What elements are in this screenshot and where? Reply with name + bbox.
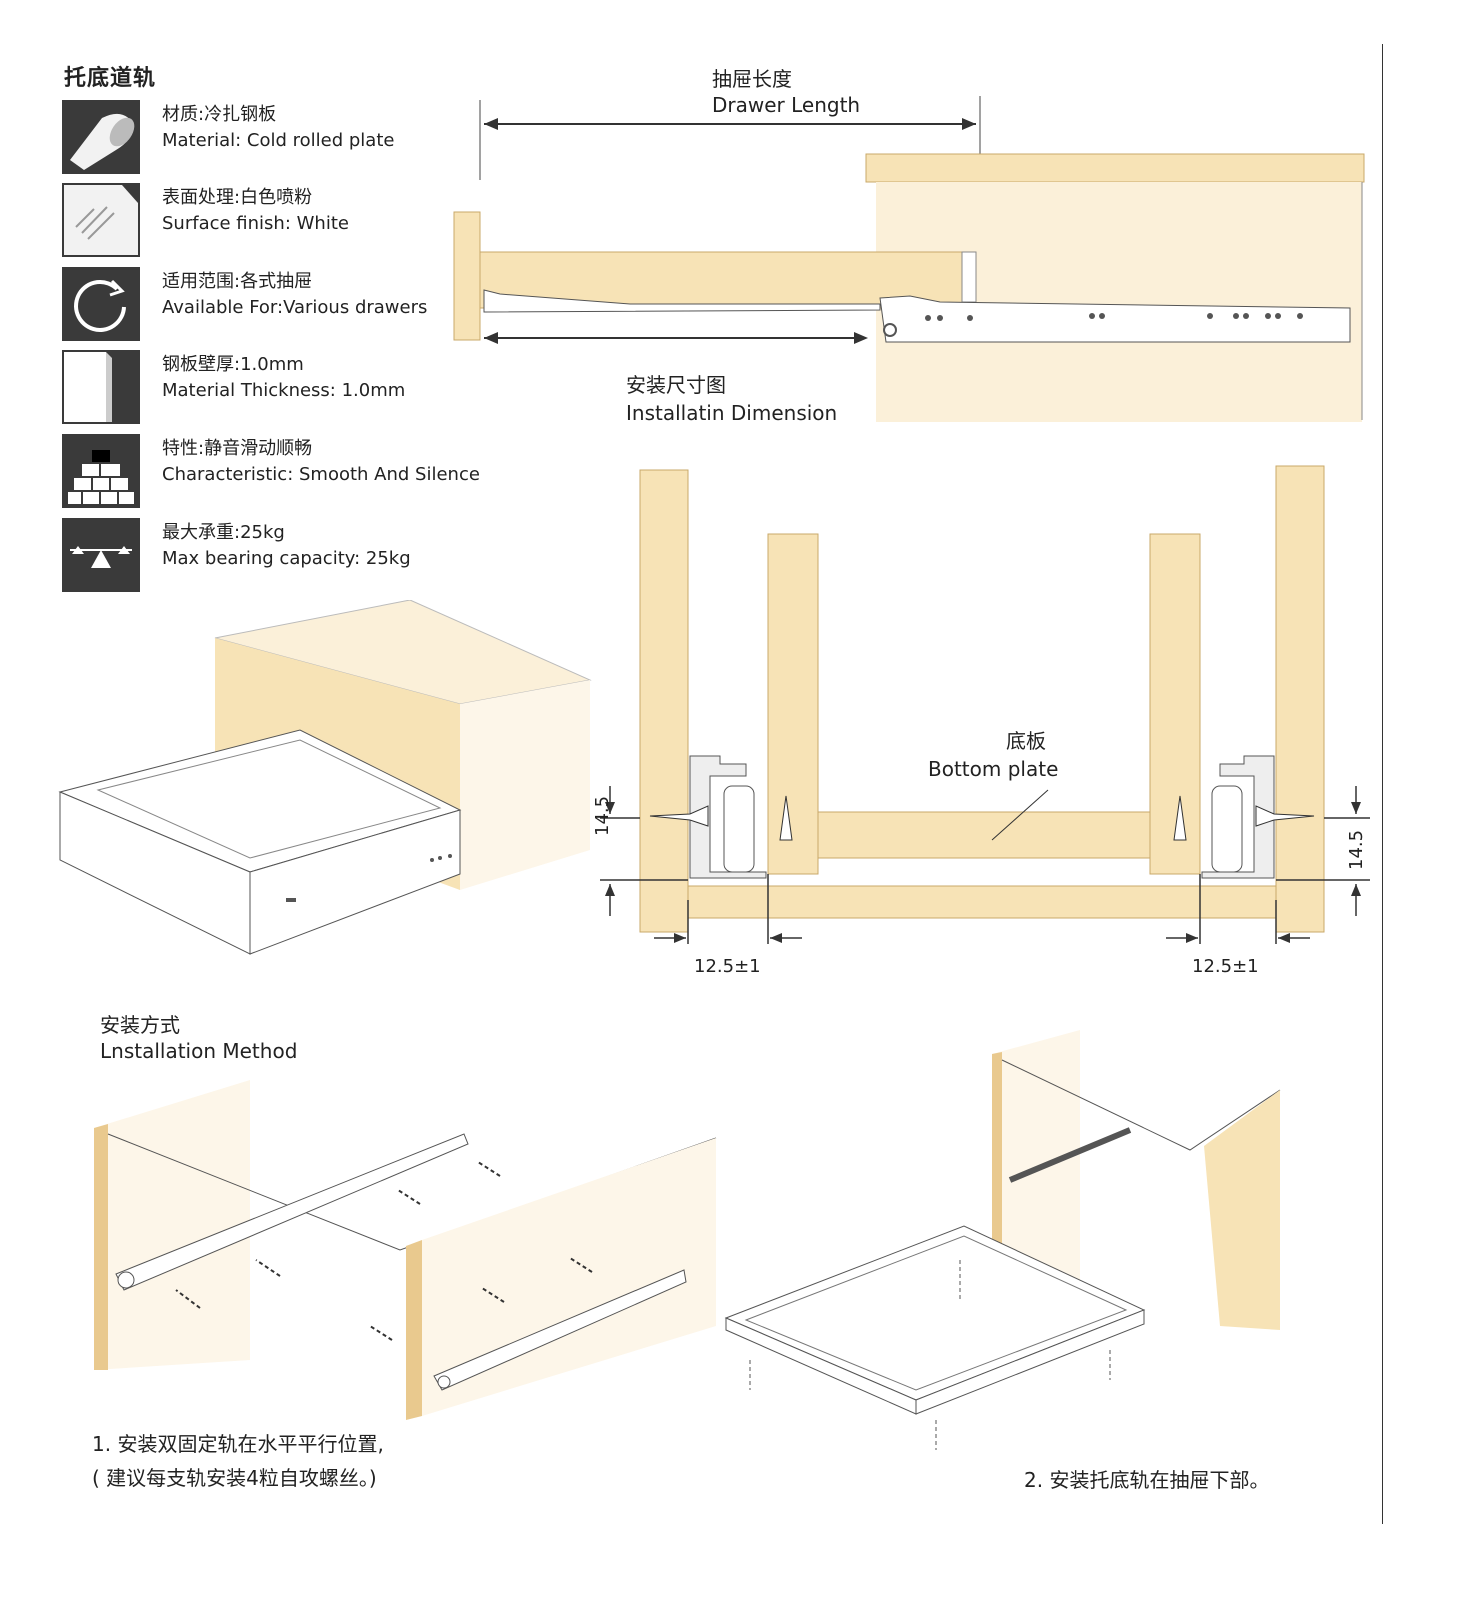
page-divider: [1382, 44, 1383, 1524]
install-dimension-en: Installatin Dimension: [626, 401, 838, 425]
bottom-plate-en: Bottom plate: [928, 757, 1059, 781]
method-en: Lnstallation Method: [100, 1039, 298, 1063]
drawer-length-cn: 抽屉长度: [712, 67, 792, 91]
spec-en: Material Thickness: 1.0mm: [162, 380, 406, 401]
cross-section-diagram: [600, 465, 1370, 944]
method-cn: 安装方式: [100, 1013, 180, 1037]
step2-caption: 2. 安装托底轨在抽屉下部。: [1024, 1468, 1270, 1492]
install-dimension-cn: 安装尺寸图: [626, 373, 726, 397]
spec-item-available: 适用范围:各式抽屉 Available For:Various drawers: [62, 267, 522, 343]
step2-illustration: [724, 1030, 1281, 1450]
spec-cn: 表面处理:白色喷粉: [162, 187, 313, 208]
thickness-icon: [62, 350, 140, 424]
dim-height-left: 14.5: [592, 795, 613, 836]
rotate-icon: [62, 267, 140, 341]
spec-title: 托底道轨: [64, 66, 157, 91]
surface-finish-icon: [62, 183, 140, 257]
bricks-icon: [62, 434, 140, 508]
spec-en: Material: Cold rolled plate: [162, 130, 395, 151]
spec-en: Max bearing capacity: 25kg: [162, 548, 411, 569]
step1-line1: 1. 安装双固定轨在水平平行位置,: [92, 1432, 384, 1456]
spec-en: Available For:Various drawers: [162, 297, 428, 318]
spec-cn: 最大承重:25kg: [162, 522, 285, 543]
spec-item-characteristic: 特性:静音滑动顺畅 Characteristic: Smooth And Sile…: [62, 434, 522, 510]
dim-gap-right: 12.5±1: [1192, 956, 1259, 977]
drawer-length-en: Drawer Length: [712, 93, 861, 117]
material-icon: [62, 100, 140, 174]
step1-line2: ( 建议每支轨安装4粒自攻螺丝。): [92, 1466, 377, 1490]
cabinet-drawer-illustration: [58, 600, 592, 955]
spec-item-surface: 表面处理:白色喷粉 Surface finish: White: [62, 183, 522, 259]
spec-cn: 钢板壁厚:1.0mm: [162, 354, 304, 375]
spec-cn: 材质:冷扎钢板: [162, 104, 277, 125]
spec-en: Characteristic: Smooth And Silence: [162, 464, 480, 485]
spec-en: Surface finish: White: [162, 213, 349, 234]
spec-cn: 特性:静音滑动顺畅: [162, 438, 313, 459]
spec-cn: 适用范围:各式抽屉: [162, 271, 313, 292]
bottom-plate-cn: 底板: [1006, 729, 1046, 753]
balance-icon: [62, 518, 140, 592]
spec-item-material: 材质:冷扎钢板 Material: Cold rolled plate: [62, 100, 522, 176]
dim-gap-left: 12.5±1: [694, 956, 761, 977]
step1-illustration: [94, 1080, 717, 1420]
dim-height-right: 14.5: [1346, 829, 1367, 870]
drawer-length-diagram: [453, 96, 1365, 422]
